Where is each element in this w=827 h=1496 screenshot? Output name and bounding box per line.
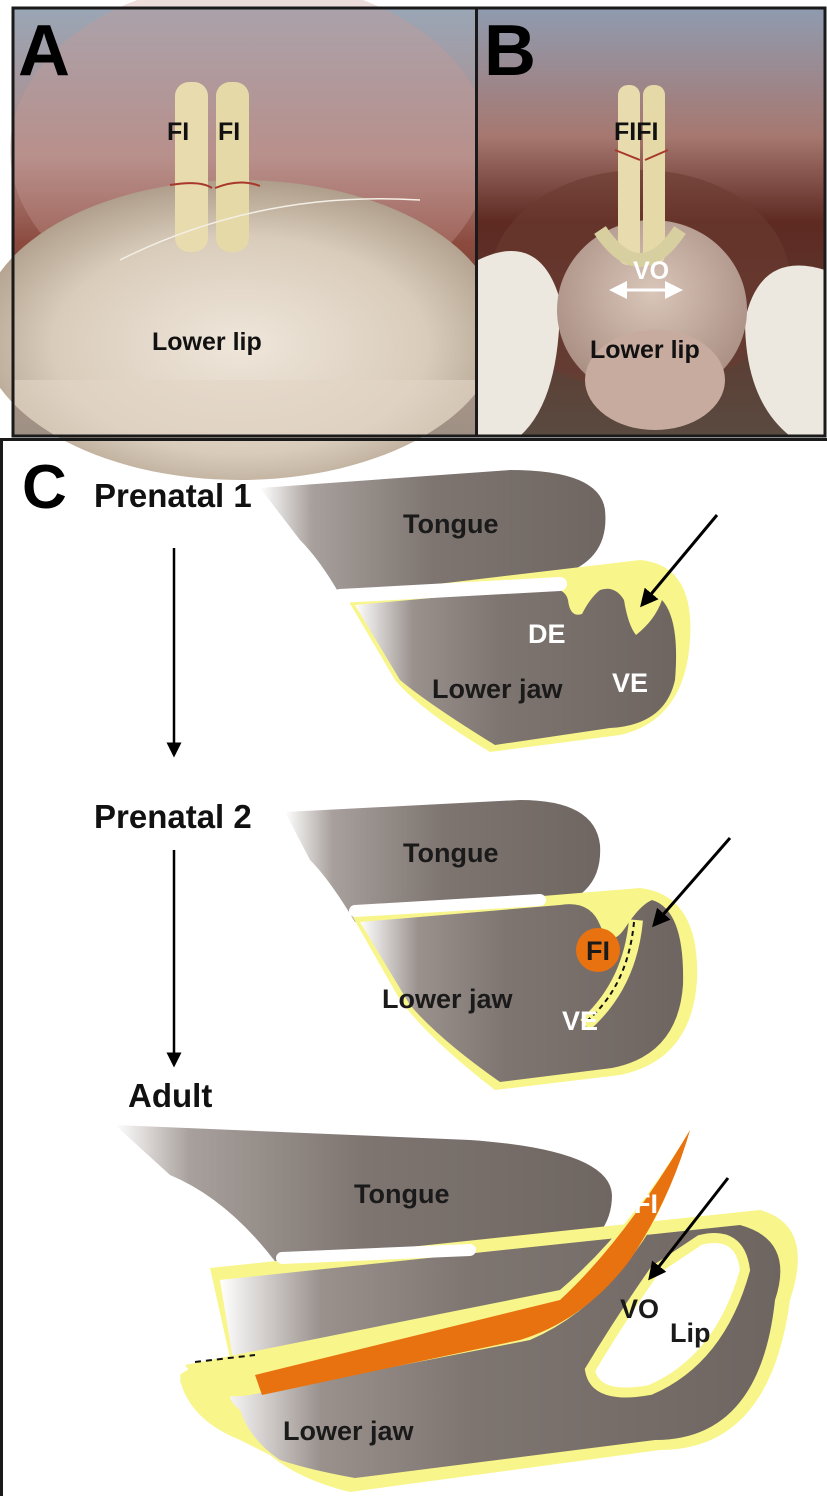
panel-a-photo: FI FI Lower lip <box>0 0 500 480</box>
lower-lip-label: Lower lip <box>590 336 700 364</box>
stage-prenatal-2: Prenatal 2 Tongue FI Lower jaw VE <box>94 798 730 1090</box>
fifi-label: FIFI <box>614 118 658 146</box>
fi-label: FI <box>167 118 189 146</box>
tongue-label: Tongue <box>403 838 498 868</box>
lip-label: Lip <box>670 1318 711 1348</box>
ve-label: VE <box>612 668 648 698</box>
ve-arrow <box>654 838 730 925</box>
fi-label: FI <box>218 118 240 146</box>
de-label: DE <box>528 619 566 649</box>
stage-title: Prenatal 1 <box>94 477 252 514</box>
ve-label: VE <box>562 1006 598 1036</box>
panel-letter-b: B <box>484 11 536 91</box>
tongue-label: Tongue <box>354 1179 449 1209</box>
fi-label: FI <box>634 1189 658 1219</box>
lower-jaw-label: Lower jaw <box>382 984 514 1014</box>
vo-label: VO <box>620 1294 659 1324</box>
panel-letter-c: C <box>22 453 67 522</box>
stage-prenatal-1: Prenatal 1 Tongue DE VE Lower jaw <box>94 470 717 752</box>
stage-title: Prenatal 2 <box>94 798 252 835</box>
panel-letter-a: A <box>18 11 70 91</box>
tongue-label: Tongue <box>403 509 498 539</box>
stage-adult: Adult Tongue FI VO Lip Lower jaw <box>115 1077 798 1492</box>
lower-jaw-label: Lower jaw <box>283 1416 415 1446</box>
lower-jaw-label: Lower jaw <box>432 674 564 704</box>
fi-label: FI <box>586 936 610 966</box>
lower-lip-label: Lower lip <box>152 328 262 356</box>
vo-label: VO <box>633 257 669 285</box>
stage-title: Adult <box>128 1077 212 1114</box>
